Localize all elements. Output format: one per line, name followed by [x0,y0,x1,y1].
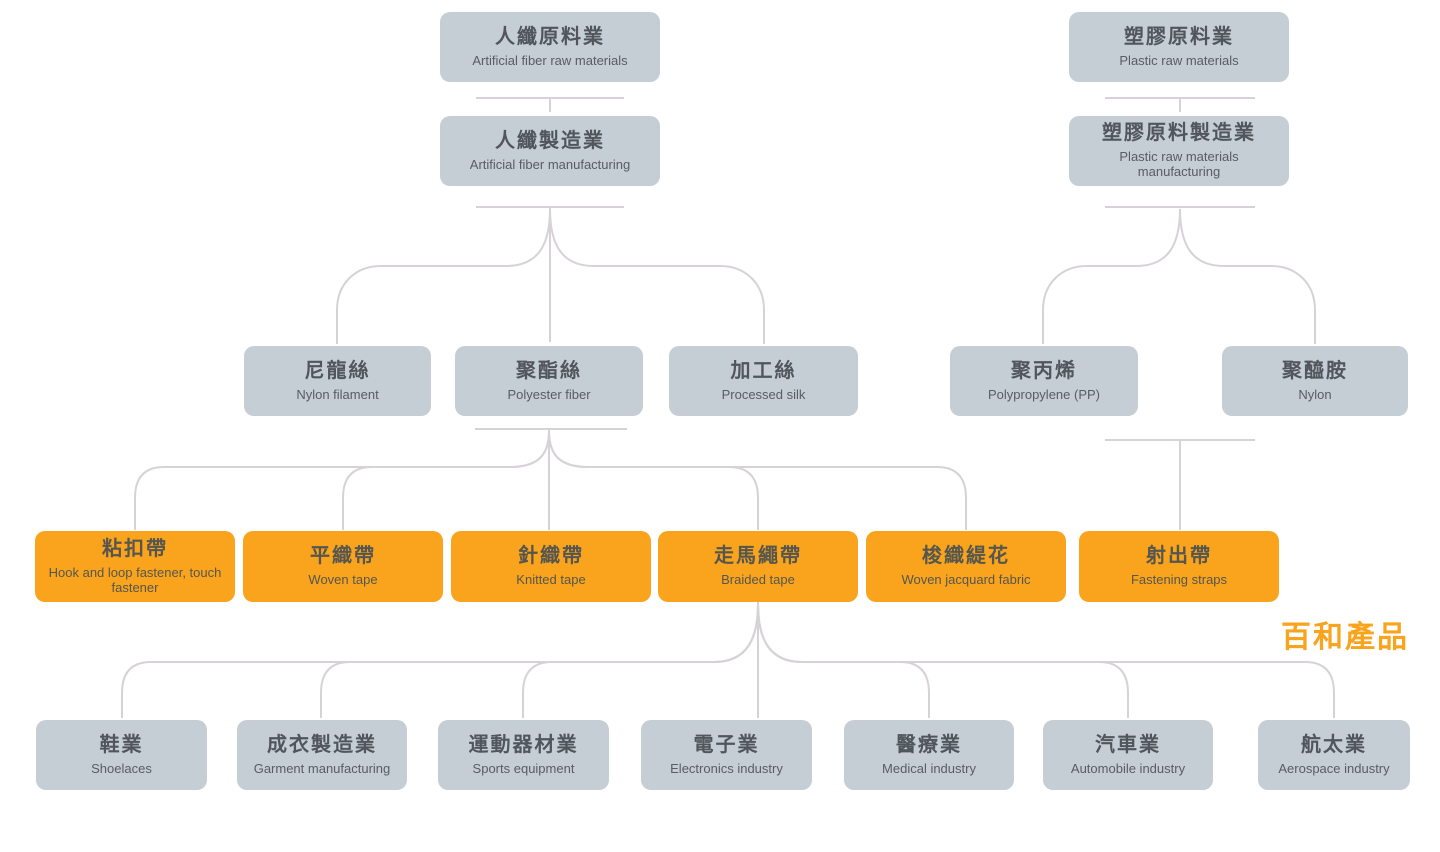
node-title: 針織帶 [518,545,584,568]
node-subtitle: Polypropylene (PP) [988,386,1100,402]
node-braided-tape: 走馬繩帶 Braided tape [658,531,858,602]
node-title: 平織帶 [310,545,376,568]
node-subtitle: Woven tape [308,572,378,588]
node-title: 聚丙烯 [1011,359,1077,382]
node-hook-and-loop-fastener: 粘扣帶 Hook and loop fastener, touch fasten… [35,531,235,602]
node-subtitle: Artificial fiber manufacturing [469,156,631,172]
node-fastening-straps: 射出帶 Fastening straps [1079,531,1279,602]
node-medical-industry: 醫療業 Medical industry [844,720,1014,790]
node-title: 成衣製造業 [267,733,377,756]
node-title: 梭織緹花 [922,545,1010,568]
node-subtitle: Nylon filament [296,386,379,402]
node-plastic-raw-materials-manufacturing: 塑膠原料製造業 Plastic raw materials manufactur… [1069,116,1289,186]
node-artificial-fiber-manufacturing: 人纖製造業 Artificial fiber manufacturing [440,116,660,186]
node-subtitle: Nylon [1298,386,1332,402]
node-knitted-tape: 針織帶 Knitted tape [451,531,651,602]
node-woven-jacquard-fabric: 梭織緹花 Woven jacquard fabric [866,531,1066,602]
node-title: 人纖製造業 [495,129,605,152]
node-title: 塑膠原料製造業 [1102,122,1256,145]
node-title: 汽車業 [1095,733,1161,756]
node-nylon-filament: 尼龍絲 Nylon filament [244,346,431,416]
node-plastic-raw-materials: 塑膠原料業 Plastic raw materials [1069,12,1289,82]
node-subtitle: Artificial fiber raw materials [472,52,628,68]
node-garment-manufacturing: 成衣製造業 Garment manufacturing [237,720,407,790]
node-electronics-industry: 電子業 Electronics industry [641,720,812,790]
node-title: 粘扣帶 [102,537,168,560]
paiho-products-label: 百和產品 [1281,621,1409,654]
node-title: 人纖原料業 [495,25,605,48]
node-title: 鞋業 [99,733,144,756]
node-sports-equipment: 運動器材業 Sports equipment [438,720,609,790]
node-subtitle: Electronics industry [670,760,783,776]
node-title: 射出帶 [1146,545,1212,568]
node-subtitle: Aerospace industry [1278,760,1390,776]
node-title: 加工絲 [730,359,797,382]
node-subtitle: Medical industry [882,760,976,776]
node-woven-tape: 平織帶 Woven tape [243,531,443,602]
node-title: 醫療業 [896,733,962,756]
node-title: 電子業 [693,733,760,756]
node-shoelaces: 鞋業 Shoelaces [36,720,207,790]
node-title: 運動器材業 [468,733,579,756]
node-title: 走馬繩帶 [714,545,802,568]
node-aerospace-industry: 航太業 Aerospace industry [1258,720,1410,790]
node-subtitle: Woven jacquard fabric [901,572,1031,588]
node-polyester-fiber: 聚酯絲 Polyester fiber [455,346,643,416]
node-artificial-fiber-raw-materials: 人纖原料業 Artificial fiber raw materials [440,12,660,82]
node-processed-silk: 加工絲 Processed silk [669,346,858,416]
node-subtitle: Polyester fiber [507,386,591,402]
node-subtitle: Sports equipment [472,760,575,776]
node-subtitle: Plastic raw materials manufacturing [1119,149,1239,179]
node-title: 聚酯絲 [516,359,582,382]
node-subtitle: Hook and loop fastener, touch fastener [48,564,222,595]
node-automobile-industry: 汽車業 Automobile industry [1043,720,1213,790]
node-subtitle: Shoelaces [91,760,152,776]
node-polypropylene: 聚丙烯 Polypropylene (PP) [950,346,1138,416]
node-title: 聚醯胺 [1282,359,1348,382]
node-subtitle: Knitted tape [516,572,586,588]
node-title: 塑膠原料業 [1124,25,1234,48]
node-subtitle: Fastening straps [1130,572,1228,588]
node-subtitle: Plastic raw materials [1119,52,1239,68]
node-subtitle: Automobile industry [1070,760,1186,776]
node-polyamide-nylon: 聚醯胺 Nylon [1222,346,1408,416]
node-subtitle: Processed silk [721,386,806,402]
node-title: 尼龍絲 [304,359,371,382]
node-title: 航太業 [1301,733,1367,756]
node-subtitle: Garment manufacturing [253,760,391,776]
node-subtitle: Braided tape [721,572,795,588]
